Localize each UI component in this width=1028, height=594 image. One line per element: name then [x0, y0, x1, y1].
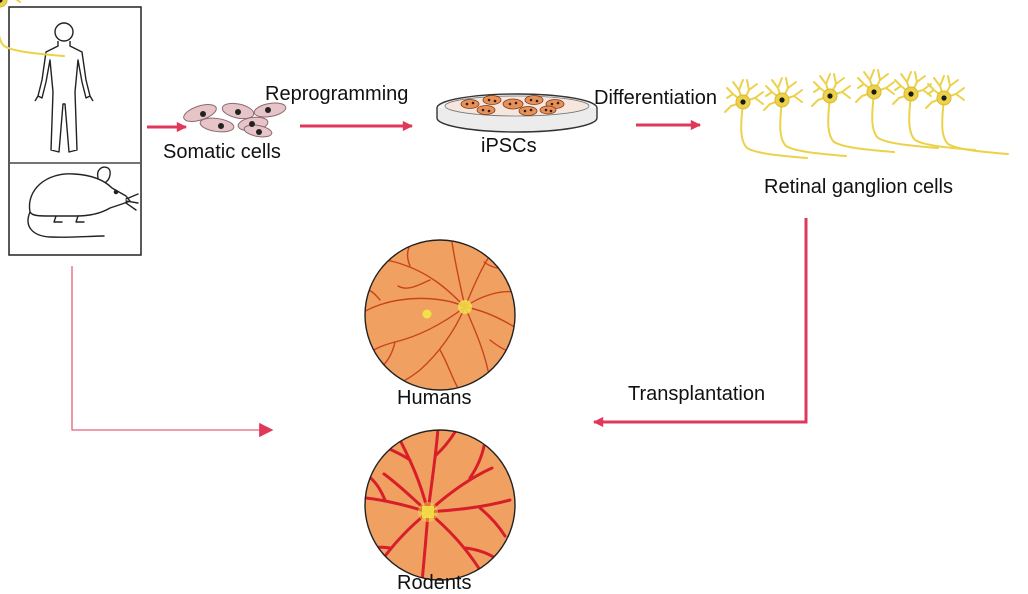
- arrow-transplantation: [592, 218, 808, 428]
- source-box: [8, 6, 142, 256]
- arrows: [71, 119, 808, 438]
- label-reprogramming: Reprogramming: [265, 83, 408, 105]
- human-fundus: [364, 239, 516, 391]
- label-differentiation: Differentiation: [594, 87, 717, 109]
- label-somatic-cells: Somatic cells: [163, 141, 281, 163]
- arrow-direct-to-models: [71, 266, 274, 438]
- ipsc-culture-dish: [436, 93, 598, 133]
- label-retinal-ganglion-cells: Retinal ganglion cells: [764, 176, 953, 198]
- label-transplantation: Transplantation: [628, 383, 765, 405]
- human-silhouette-icon: [34, 22, 94, 153]
- rodent-fundus: [364, 429, 516, 581]
- rat-outline-icon: [27, 166, 139, 238]
- label-rodents: Rodents: [397, 572, 472, 594]
- label-humans: Humans: [397, 387, 471, 409]
- retinal-ganglion-cells: [0, 0, 1009, 159]
- somatic-cells: [183, 102, 287, 138]
- label-ipscs: iPSCs: [481, 135, 537, 157]
